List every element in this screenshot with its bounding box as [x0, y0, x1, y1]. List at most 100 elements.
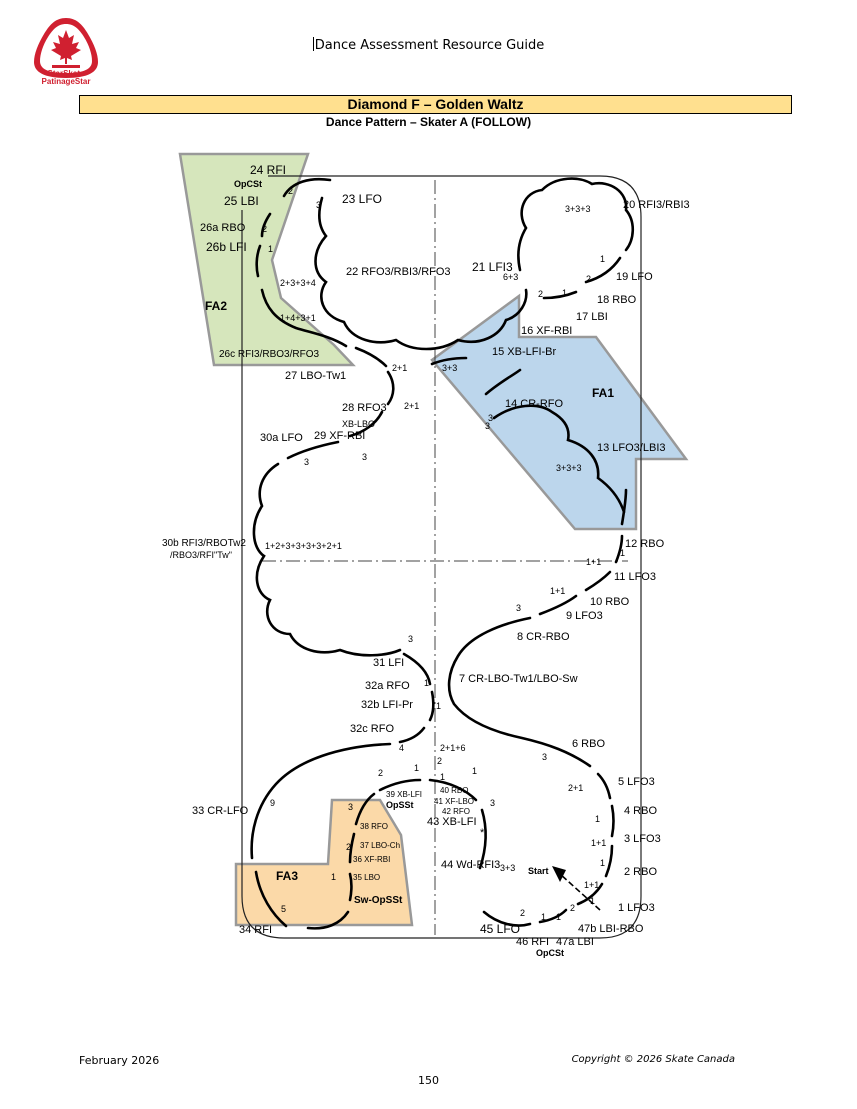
step-27: 27 LBO-Tw1: [285, 370, 346, 382]
step-13: 13 LFO3/LBI3: [597, 442, 666, 454]
step-labels: 24 RFI OpCSt 25 LBI 26a RBO 26b LFI 23 L…: [162, 163, 690, 958]
count-n1-f: 1: [414, 763, 419, 773]
step-18: 18 RBO: [597, 294, 637, 306]
count-n2-b: 2: [262, 224, 267, 234]
step-10: 10 RBO: [590, 596, 630, 608]
count-2p1p6: 2+1+6: [440, 743, 466, 753]
count-n3-b: 3: [485, 421, 490, 431]
step-28: 28 RFO3: [342, 402, 387, 414]
step-14: 14 CR-RFO: [505, 398, 564, 410]
step-22: 22 RFO3/RBI3/RFO3: [346, 266, 451, 278]
count-n9: 9: [270, 798, 275, 808]
step-9: 9 LFO3: [566, 610, 603, 622]
count-2p1-a: 2+1: [392, 363, 407, 373]
count-n3-h: 3: [490, 798, 495, 808]
count-n1-a: 1: [268, 244, 273, 254]
count-n1-d: 1: [424, 678, 429, 688]
step-35: 35 LBO: [353, 873, 380, 882]
step-3: 3 LFO3: [624, 833, 661, 845]
step-38: 38 RFO: [360, 822, 388, 831]
step-17: 17 LBI: [576, 311, 608, 323]
count-1p1-d: 1+1: [584, 880, 599, 890]
step-36: 36 XF-RBI: [353, 855, 390, 864]
count-n3-c: 3: [304, 457, 309, 467]
count-3p3-a: 3+3: [442, 363, 457, 373]
fa3-label: FA3: [276, 869, 298, 883]
count-n4: 4: [399, 743, 404, 753]
step-30b-line1: 30b RFI3/RBOTw2: [162, 538, 246, 549]
step-26a: 26a RBO: [200, 222, 246, 234]
step-25: 25 LBI: [224, 194, 259, 208]
step-6: 6 RBO: [572, 738, 605, 750]
count-n1-b: 1: [600, 254, 605, 264]
count-n2-d: 2: [378, 768, 383, 778]
count-n3-f: 3: [408, 634, 413, 644]
count-n1-o: 1: [440, 772, 445, 782]
step-4: 4 RBO: [624, 805, 657, 817]
count-n2-g: 2: [520, 908, 525, 918]
opcst-bottom: OpCSt: [536, 948, 564, 958]
step-32a: 32a RFO: [365, 680, 410, 692]
count-n1-g: 1: [472, 766, 477, 776]
count-n2-e: 2: [437, 756, 442, 766]
count-1p1-b: 1+1: [550, 586, 565, 596]
footer-copyright: Copyright © 2026 Skate Canada: [571, 1054, 735, 1065]
count-n2-a: 2: [288, 186, 293, 196]
count-n3-a: 3: [316, 200, 321, 210]
count-n2-c: 2: [586, 274, 591, 284]
sw-opsst: Sw-OpSSt: [354, 895, 403, 906]
step-34: 34 RFI: [239, 924, 272, 936]
footer-date: February 2026: [79, 1054, 160, 1067]
step-2: 2 RBO: [624, 866, 657, 878]
focus-area-fa1: [430, 293, 689, 531]
step-xb-lbo: XB-LBO: [342, 419, 375, 429]
start-label: Start: [528, 866, 549, 876]
opcst-top: OpCSt: [234, 179, 262, 189]
step-16: 16 XF-RBI: [521, 325, 572, 337]
count-n1-n: 1: [620, 548, 625, 558]
step-19: 19 LFO: [616, 271, 653, 283]
count-n1-h: 1: [331, 872, 336, 882]
header-title-text: Dance Assessment Resource Guide: [314, 38, 545, 53]
count-3p3p3-fa1: 3+3+3: [556, 463, 582, 473]
fa2-label: FA2: [205, 299, 227, 313]
step-46: 46 RFI: [516, 936, 549, 948]
step-26c: 26c RFI3/RBO3/RFO3: [219, 349, 319, 360]
document-header-title: Dance Assessment Resource Guide: [0, 37, 857, 53]
step-41: 41 XF-LBO: [434, 797, 474, 806]
step-32b: 32b LFI-Pr: [361, 699, 413, 711]
step-29: 29 XF-RBI: [314, 430, 365, 442]
step-39: 39 XB-LFI: [386, 790, 422, 799]
count-long: 1+2+3+3+3+3+2+1: [265, 541, 342, 551]
count-n1-c: 1: [562, 288, 567, 298]
step-20: 20 RFI3/RBI3: [623, 199, 690, 211]
count-1p4p3p1: 1+4+3+1: [280, 313, 316, 323]
step-43: 43 XB-LFI: [427, 816, 477, 828]
focus-area-fa2: [178, 152, 356, 367]
step-12: 12 RBO: [625, 538, 665, 550]
count-star: *: [480, 827, 485, 839]
count-6p3: 6+3: [503, 272, 518, 282]
step-33: 33 CR-LFO: [192, 805, 249, 817]
fa1-label: FA1: [592, 386, 614, 400]
step-23: 23 LFO: [342, 192, 382, 206]
count-n2-f: 2: [346, 842, 351, 852]
count-n2-badge: 2: [538, 289, 543, 299]
step-30a: 30a LFO: [260, 432, 303, 444]
count-2p1-c: 2+1: [568, 783, 583, 793]
count-3p3-b: 3+3: [500, 863, 515, 873]
count-n3-d: 3: [362, 452, 367, 462]
step-45: 45 LFO: [480, 922, 520, 936]
count-n3-j: 3: [488, 413, 493, 423]
step-21: 21 LFI3: [472, 260, 513, 274]
count-n3-g: 3: [542, 752, 547, 762]
count-2p1-b: 2+1: [404, 401, 419, 411]
count-n2-h: 2: [570, 903, 575, 913]
step-26b: 26b LFI: [206, 240, 247, 254]
count-n1-k: 1: [541, 912, 546, 922]
step-15: 15 XB-LFI-Br: [492, 346, 557, 358]
start-arrow-head: [552, 866, 566, 882]
logo-line-2: PatinageStar: [41, 77, 91, 86]
count-n3-e: 3: [516, 603, 521, 613]
